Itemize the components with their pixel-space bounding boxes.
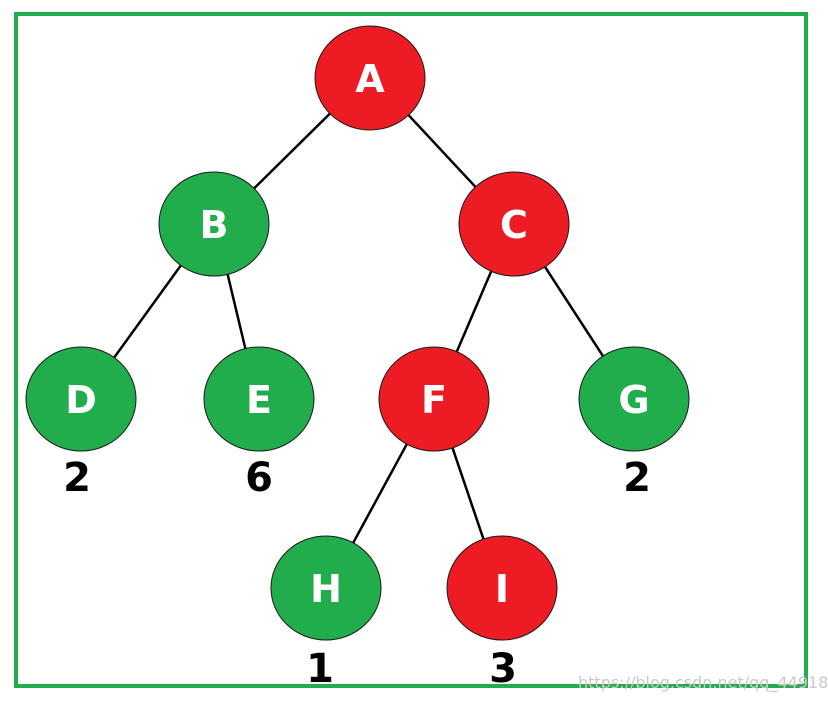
node-weight-d: 2	[63, 455, 91, 501]
node-label-e: E	[246, 378, 272, 422]
node-weight-g: 2	[623, 455, 651, 501]
edges-layer	[110, 109, 607, 547]
tree-node-h: H	[270, 535, 382, 641]
edge-b-d	[110, 261, 185, 362]
tree-node-d: D	[25, 346, 137, 452]
node-weight-e: 6	[245, 455, 273, 501]
nodes-layer: A B C D E F G H I	[25, 25, 690, 641]
node-circle-i	[446, 535, 558, 641]
edge-a-c	[404, 111, 480, 191]
node-circle-c	[458, 171, 570, 277]
node-weight-h: 1	[306, 646, 334, 692]
edge-f-i	[450, 443, 486, 544]
tree-node-c: C	[458, 171, 570, 277]
tree-node-b: B	[158, 171, 270, 277]
edge-b-e	[225, 270, 248, 353]
node-label-g: G	[618, 378, 649, 422]
edge-c-f	[454, 267, 494, 356]
edge-c-g	[541, 262, 607, 361]
watermark-text: https://blog.csdn.net/qq_44918090	[578, 673, 828, 693]
node-circle-g	[578, 346, 690, 452]
node-label-d: D	[65, 378, 97, 422]
node-label-i: I	[495, 567, 509, 611]
edge-a-b	[250, 109, 334, 193]
node-circle-h	[270, 535, 382, 641]
node-circle-a	[314, 25, 426, 131]
edge-f-h	[350, 440, 410, 547]
weights-layer: 2 6 2 1 3	[63, 455, 651, 692]
node-circle-b	[158, 171, 270, 277]
node-label-f: F	[421, 378, 447, 422]
diagram-frame	[14, 12, 808, 688]
node-circle-d	[25, 346, 137, 452]
tree-node-g: G	[578, 346, 690, 452]
node-circle-e	[203, 346, 315, 452]
node-label-c: C	[500, 203, 528, 247]
node-label-h: H	[310, 567, 342, 611]
tree-node-i: I	[446, 535, 558, 641]
node-weight-i: 3	[489, 646, 517, 692]
node-label-a: A	[355, 57, 385, 101]
tree-node-f: F	[378, 346, 490, 452]
node-label-b: B	[200, 203, 229, 247]
tree-node-a: A	[314, 25, 426, 131]
node-circle-f	[378, 346, 490, 452]
tree-node-e: E	[203, 346, 315, 452]
